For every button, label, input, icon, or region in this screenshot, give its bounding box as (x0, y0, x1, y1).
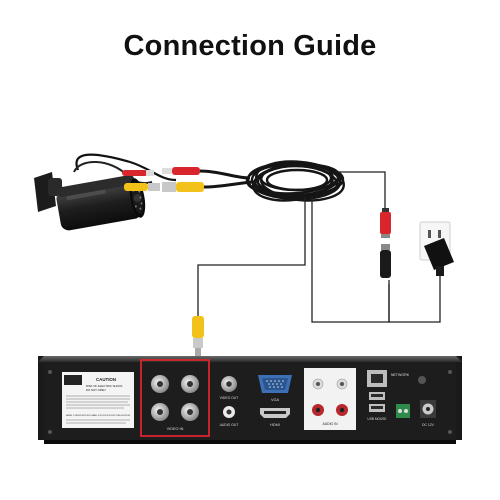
audio-in-ports: AUDIO IN (304, 368, 356, 430)
camera-power-plug (122, 170, 148, 176)
power-adapter (424, 238, 454, 276)
cable-leads (197, 171, 441, 323)
audio-in-label: AUDIO IN (322, 422, 338, 426)
power-lead (338, 171, 386, 210)
camera-bnc-plug (124, 183, 148, 191)
hdmi-label: HDMI (270, 423, 280, 427)
dvr-recorder: CAUTION RISK OF ELECTRIC SHOCK DO NOT OP… (38, 356, 462, 444)
camera-connectors (122, 170, 160, 191)
cable-coil (245, 160, 346, 202)
caution-line1: RISK OF ELECTRIC SHOCK (86, 384, 123, 388)
video-in-label: VIDEO IN (167, 427, 184, 431)
page-title: Connection Guide (123, 30, 377, 62)
vga-port[interactable]: VGA (258, 375, 292, 402)
adapter-dc-plug (380, 250, 391, 278)
camera-lens (133, 193, 142, 202)
network-usb: NETWORK USB MOUSE (367, 370, 426, 421)
video-in-highlight (140, 359, 210, 437)
ground-screw (418, 376, 426, 384)
power-inputs: DC 12V (396, 400, 436, 427)
caution-line2: DO NOT OPEN (86, 388, 106, 392)
vga-label: VGA (271, 398, 279, 402)
adapter-cord (388, 276, 441, 323)
network-label: NETWORK (391, 373, 410, 377)
camera-pigtail (75, 153, 177, 182)
extension-power-socket (172, 167, 200, 175)
warning-text: WARNING: TO PREVENT FIRE OR SHOCK HAZARD… (66, 414, 130, 417)
video-out-label: VIDEO OUT (220, 396, 239, 400)
dc-lead (311, 197, 390, 323)
usb-label: USB MOUSE (367, 417, 386, 421)
video-audio-out: VIDEO OUT AUDIO OUT (220, 376, 239, 427)
hdmi-port[interactable]: HDMI (260, 408, 290, 427)
audio-out-label: AUDIO OUT (220, 423, 239, 427)
dc-power-connector (380, 208, 391, 278)
extension-bnc-plug (176, 182, 204, 192)
video-bnc-connector (192, 316, 204, 362)
video-in-ports: VIDEO IN (151, 375, 199, 431)
camera (34, 153, 177, 231)
video-lead (197, 197, 306, 318)
power-label: DC 12V (422, 423, 435, 427)
caution-heading: CAUTION (96, 377, 116, 382)
terminal-block (396, 404, 410, 418)
